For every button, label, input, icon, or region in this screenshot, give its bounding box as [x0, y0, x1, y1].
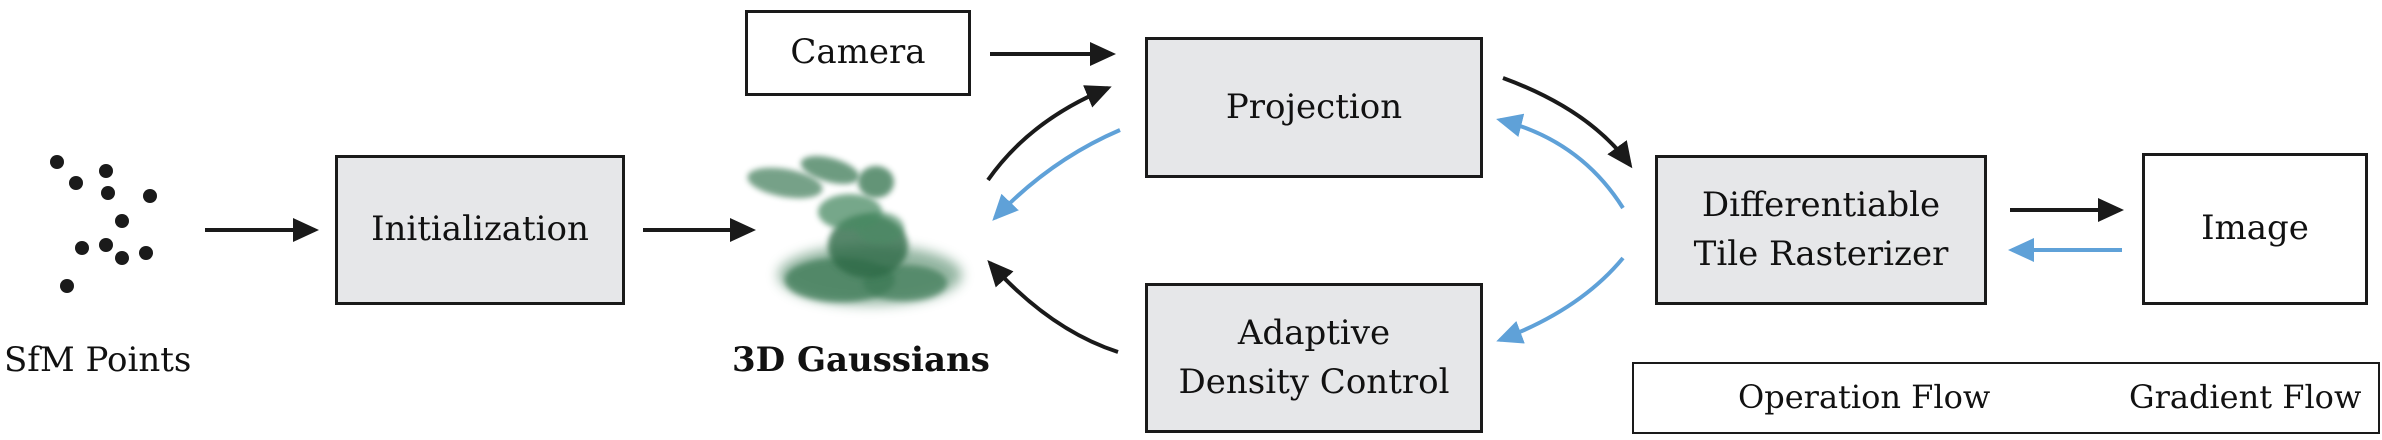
arrow-gaussians-to-projection [986, 85, 1112, 182]
gaussians-icon [747, 156, 962, 305]
camera-label: Camera [790, 32, 926, 73]
density-control-box: Adaptive Density Control [1145, 283, 1483, 433]
gaussians-label: 3D Gaussians [732, 340, 990, 380]
gradient-arrows [992, 113, 2122, 344]
image-label: Image [2201, 208, 2309, 249]
sfm-points-label: SfM Points [4, 340, 192, 380]
legend-operation-label: Operation Flow [1738, 378, 1991, 416]
rasterizer-line1: Differentiable [1701, 184, 1941, 225]
initialization-box: Initialization [335, 155, 625, 305]
density-control-line2: Density Control [1178, 362, 1450, 402]
projection-label: Projection [1225, 86, 1403, 127]
arrow-rasterizer-grad-to-density [1496, 256, 1625, 344]
operation-arrows [205, 42, 2124, 354]
density-control-line1: Adaptive [1237, 312, 1391, 353]
arrow-rasterizer-grad-to-projection [1496, 113, 1625, 210]
arrow-density-to-gaussians [987, 260, 1119, 354]
rasterizer-box: Differentiable Tile Rasterizer [1655, 155, 1987, 305]
sfm-points-icon [50, 155, 157, 293]
projection-box: Projection [1145, 37, 1483, 178]
arrow-projection-to-rasterizer [1502, 76, 1633, 169]
camera-box: Camera [745, 10, 971, 96]
arrow-projection-grad-to-gaussians [992, 128, 1121, 221]
legend: Operation Flow Gradient Flow [1632, 362, 2380, 434]
legend-gradient-label: Gradient Flow [2129, 378, 2362, 416]
initialization-label: Initialization [371, 209, 589, 250]
rasterizer-line2: Tile Rasterizer [1693, 234, 1949, 274]
image-box: Image [2142, 153, 2368, 305]
